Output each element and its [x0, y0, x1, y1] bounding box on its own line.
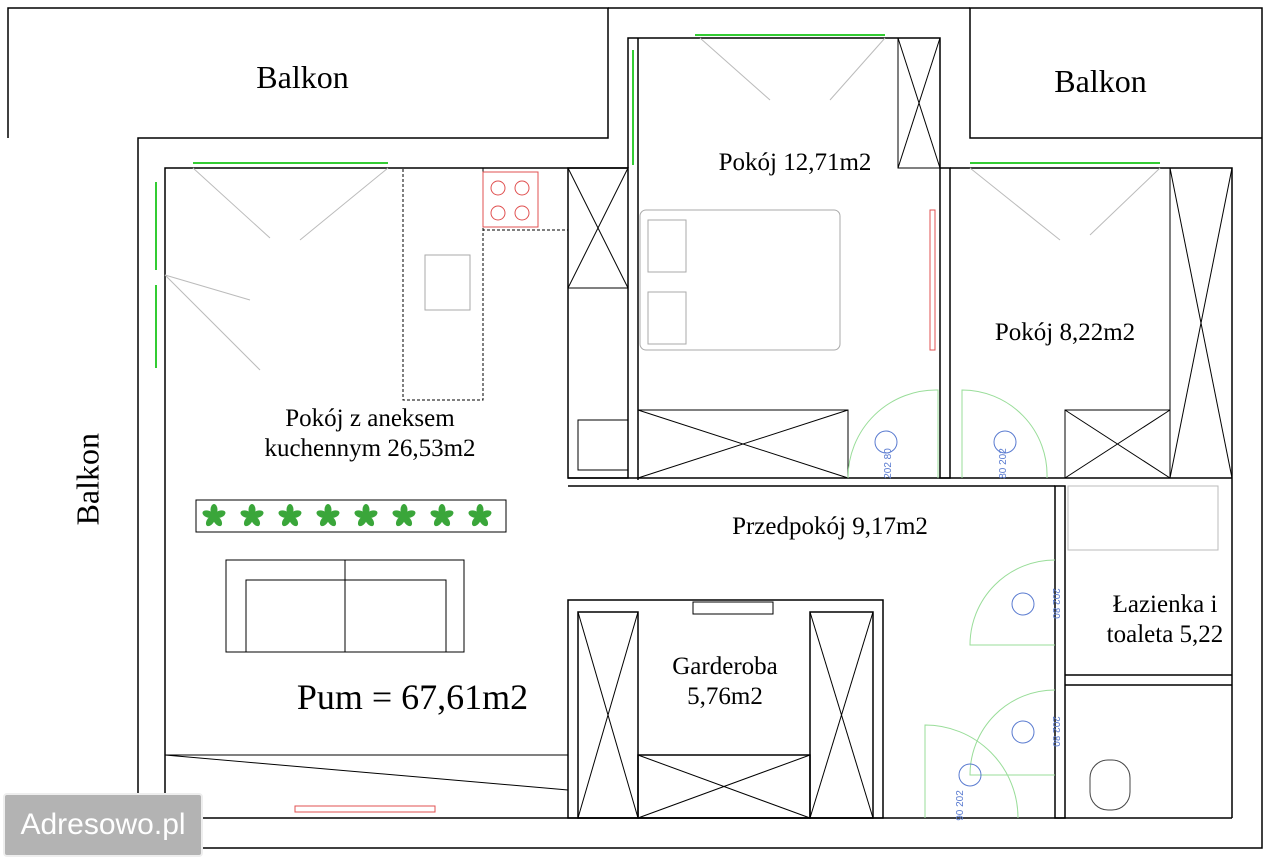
- door-dim: 202 80: [882, 448, 894, 479]
- plant-icon: [430, 504, 454, 527]
- stove: [294, 171, 936, 813]
- plant-icon: [202, 504, 226, 527]
- bath-line-1: Łazienka i: [1112, 591, 1218, 618]
- plant-icon: [278, 504, 302, 527]
- door-dim: 202 80: [1049, 716, 1061, 747]
- room-12-label: Pokój 12,71m2: [718, 149, 872, 176]
- plant-icon: [354, 504, 378, 527]
- total-area-label: Pum = 67,61m2: [296, 677, 529, 717]
- wardrobe-label: Garderoba 5,76m2: [640, 652, 810, 712]
- living-line-1: Pokój z aneksem: [285, 405, 455, 432]
- hall-label: Przedpokój 9,17m2: [732, 513, 928, 540]
- door-dim: 90 202: [954, 790, 966, 821]
- door-arcs: [847, 389, 1056, 819]
- plant-icon: [468, 504, 492, 527]
- balkon-left-label: Balkon: [69, 432, 106, 526]
- balkon-top-left-label: Balkon: [256, 59, 349, 95]
- door-dim: 80 202: [997, 448, 1009, 479]
- living-line-2: kuchennym 26,53m2: [264, 435, 476, 462]
- room-8-label: Pokój 8,22m2: [994, 319, 1136, 346]
- bathroom-label: Łazienka i toaleta 5,22: [1080, 590, 1250, 650]
- living-room-label: Pokój z aneksem kuchennym 26,53m2: [225, 404, 515, 464]
- walls: [7, 7, 1263, 849]
- plant-icon: [392, 504, 416, 527]
- windows: [155, 34, 1160, 368]
- door-swings: [164, 37, 1161, 371]
- plants: [202, 504, 492, 527]
- bed: [424, 209, 841, 351]
- door-dim: 202 80: [1049, 588, 1061, 619]
- balkon-top-right-label: Balkon: [1054, 63, 1147, 99]
- watermark: Adresowo.pl: [3, 793, 203, 857]
- light-fixtures: [874, 430, 1035, 787]
- bath-line-2: toaleta 5,22: [1106, 621, 1224, 648]
- plant-icon: [240, 504, 264, 527]
- wardrobe-line-1: Garderoba: [672, 653, 778, 680]
- plant-icon: [316, 504, 340, 527]
- wardrobe-line-2: 5,76m2: [687, 683, 763, 710]
